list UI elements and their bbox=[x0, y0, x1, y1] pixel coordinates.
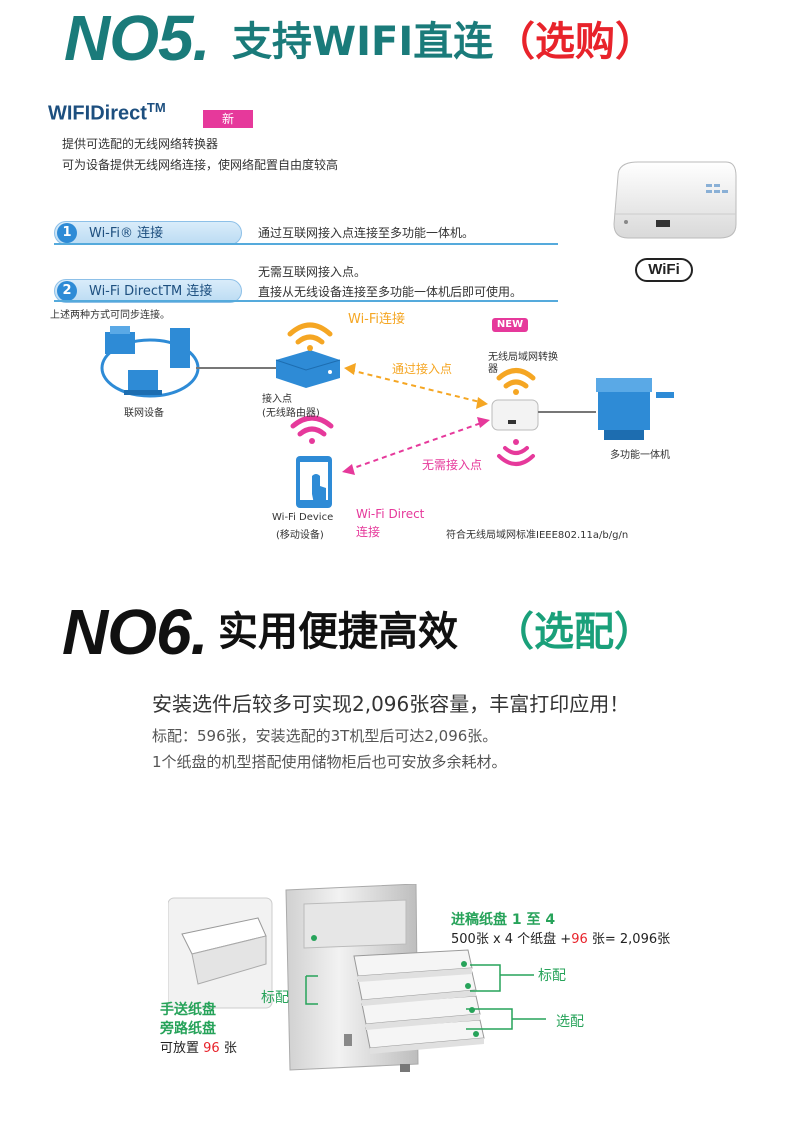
wifidirect-desc-1: 提供可选配的无线网络转换器 bbox=[62, 137, 219, 151]
mobile-device-icon bbox=[296, 456, 332, 508]
section-number-no5: NO5. bbox=[64, 2, 210, 74]
capacity-headline: 安装选件后较多可实现2,096张容量，丰富打印应用！ bbox=[152, 692, 630, 716]
feed-capacity-prefix: 500张 x 4 个纸盘 + bbox=[451, 932, 572, 947]
manual-tray-capacity: 可放置 96 张 bbox=[160, 1037, 237, 1056]
network-device-label: 联网设备 bbox=[124, 408, 164, 419]
wifi-logo: WiFi bbox=[635, 258, 693, 282]
no-ap-label: 无需接入点 bbox=[422, 458, 483, 472]
converter-label-1: 无线局域网转换 bbox=[488, 352, 558, 363]
section-title-no6: 实用便捷高效 bbox=[218, 609, 458, 655]
manual-tray-label-1: 手送纸盘 bbox=[160, 1002, 216, 1018]
section-tag-no5: （选购） bbox=[495, 19, 655, 65]
section-title-no5: 支持WIFI直连 bbox=[232, 19, 494, 65]
capacity-line-1: 标配：596张，安装选配的3T机型后可达2,096张。 bbox=[152, 727, 498, 745]
standard-label-right: 标配 bbox=[538, 968, 566, 984]
wifidirect-brand: WIFIDirectTM bbox=[48, 100, 166, 126]
capacity-line-2: 1个纸盘的机型搭配使用储物柜后也可安放多余耗材。 bbox=[152, 753, 507, 771]
divider-line-1 bbox=[54, 243, 558, 245]
connection-label-1: Wi-Fi® 连接 bbox=[89, 226, 164, 241]
feed-capacity-highlight: 96 bbox=[571, 932, 588, 947]
via-ap-label: 通过接入点 bbox=[392, 362, 453, 376]
network-diagram bbox=[100, 318, 674, 508]
network-device-icon bbox=[100, 326, 200, 398]
standard-label: 符合无线局域网标准IEEE802.11a/b/g/n bbox=[446, 530, 629, 541]
mfp-icon bbox=[596, 378, 674, 440]
tray-bracket-lines bbox=[466, 964, 546, 1030]
converter-wifi-icon bbox=[496, 368, 536, 389]
connection-num-2: 2 bbox=[57, 281, 77, 301]
manual-tray-label-2: 旁路纸盘 bbox=[160, 1021, 216, 1037]
connection-num-1: 1 bbox=[57, 223, 77, 243]
printer-tray-image bbox=[168, 884, 485, 1072]
converter-label-2: 器 bbox=[488, 364, 498, 375]
wifi-direct-label-2: 连接 bbox=[356, 525, 381, 539]
section-tag-no6: （选配） bbox=[494, 609, 654, 655]
sync-note: 上述两种方式可同步连接。 bbox=[50, 310, 170, 321]
mobile-wifi-icon bbox=[290, 415, 334, 437]
connection-desc-2a: 无需互联网接入点。 bbox=[258, 265, 367, 279]
converter-icon bbox=[491, 399, 539, 431]
standard-label-left: 标配 bbox=[261, 990, 289, 1006]
wifi-direct-label-1: Wi-Fi Direct bbox=[356, 507, 425, 521]
new-badge: 新 bbox=[203, 110, 253, 128]
feed-tray-capacity: 500张 x 4 个纸盘 +96 张= 2,096张 bbox=[451, 928, 670, 947]
manual-capacity-suffix: 张 bbox=[219, 1041, 237, 1056]
connection-desc-1: 通过互联网接入点连接至多功能一体机。 bbox=[258, 226, 475, 240]
connection-desc-2b: 直接从无线设备连接至多功能一体机后即可使用。 bbox=[258, 285, 523, 299]
feed-capacity-suffix: 张= 2,096张 bbox=[587, 932, 671, 947]
mfp-label: 多功能一体机 bbox=[610, 450, 670, 461]
router-wifi-icon bbox=[287, 322, 333, 345]
access-point-label-2: (无线路由器) bbox=[262, 408, 320, 419]
wifidirect-brand-text: WIFIDirect bbox=[48, 102, 147, 125]
tm-mark: TM bbox=[146, 100, 166, 115]
new-tag-label: NEW bbox=[496, 319, 524, 330]
access-point-label-1: 接入点 bbox=[262, 394, 292, 405]
section-number-no6: NO6. bbox=[62, 596, 208, 668]
wireless-converter-image bbox=[608, 156, 740, 244]
wifi-device-label-1: Wi-Fi Device bbox=[272, 512, 334, 523]
wifi-device-label-2: (移动设备) bbox=[276, 530, 324, 541]
wifidirect-desc-2: 可为设备提供无线网络连接，使网络配置自由度较高 bbox=[62, 158, 339, 172]
divider-line-2 bbox=[54, 300, 558, 302]
feed-tray-title: 进稿纸盘 1 至 4 bbox=[451, 912, 556, 928]
router-icon bbox=[275, 350, 341, 388]
manual-capacity-prefix: 可放置 bbox=[160, 1041, 204, 1056]
connection-pill-2: 2 Wi-Fi DirectTM 连接 bbox=[54, 279, 242, 303]
manual-capacity-highlight: 96 bbox=[203, 1041, 220, 1056]
connection-label-2: Wi-Fi DirectTM 连接 bbox=[89, 284, 213, 299]
converter-direct-icon bbox=[497, 446, 535, 466]
wifi-connection-label: Wi-Fi连接 bbox=[348, 312, 406, 327]
connection-pill-1: 1 Wi-Fi® 连接 bbox=[54, 221, 242, 245]
optional-label-right: 选配 bbox=[556, 1014, 584, 1030]
